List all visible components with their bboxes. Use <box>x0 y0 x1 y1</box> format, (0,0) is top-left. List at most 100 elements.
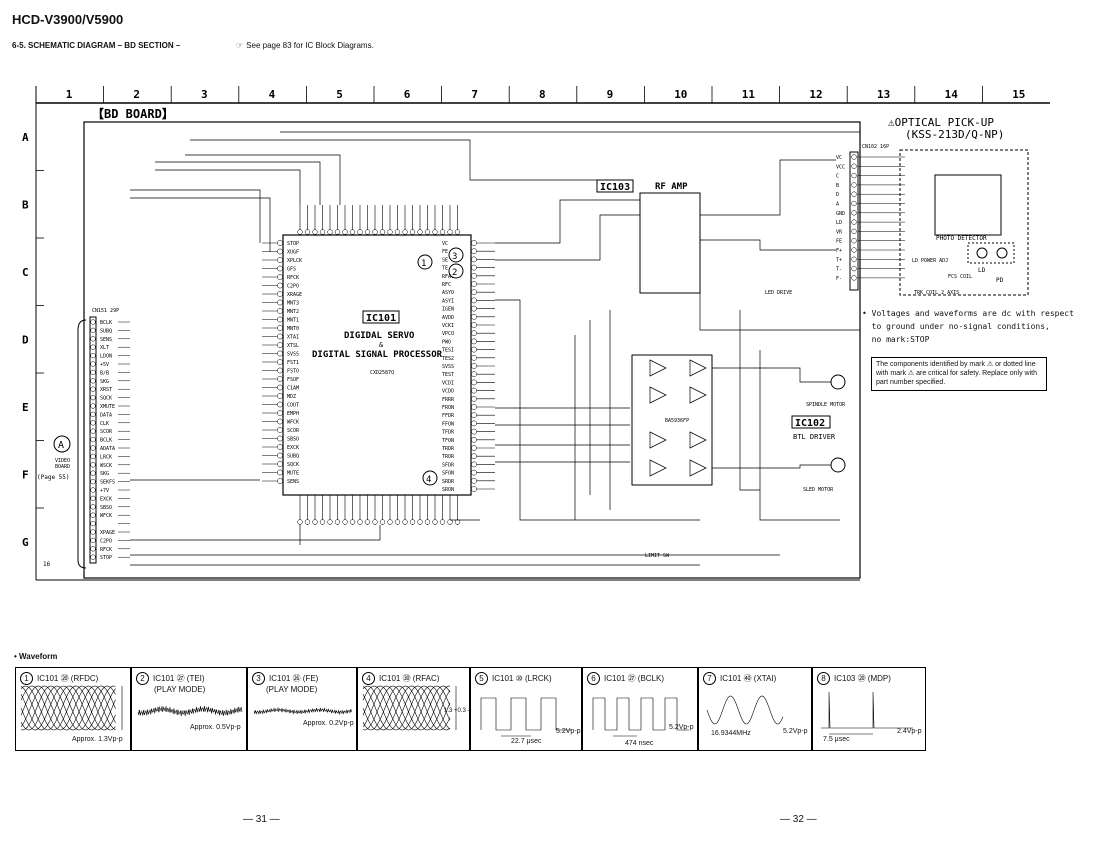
ic101-top-pin-number <box>402 229 408 235</box>
waveform-curve <box>362 685 457 731</box>
ic101-bottom-pin-number <box>432 519 438 525</box>
ic101-pin-number <box>471 354 477 361</box>
ic101-pin-number <box>471 264 477 271</box>
left-connector-pin-number <box>90 394 96 401</box>
ic102-label: BTL DRIVER <box>793 433 836 441</box>
ic101-bottom-pin-number <box>319 519 326 525</box>
left-connector-pin-number <box>90 462 96 468</box>
square-wave-trace <box>592 697 689 731</box>
ic101-pin-label: TFON <box>442 438 454 444</box>
ic101-line2: DIGITAL SIGNAL PROCESSOR <box>312 350 443 360</box>
waveform-3-trace <box>253 706 352 716</box>
right-connector-pin-number <box>851 228 857 235</box>
grid-column-label: 12 <box>809 88 822 101</box>
right-connector <box>849 151 859 291</box>
ic101-top-pin-number <box>424 229 431 235</box>
ic101-bottom-pin-number <box>402 519 408 525</box>
grid-column-label: 7 <box>471 88 478 101</box>
grid-column-label: 5 <box>336 88 343 101</box>
ic101-pin-label: FST1 <box>287 360 299 366</box>
ic101-top-pin-number <box>372 229 378 235</box>
ic101-top-pin-number <box>297 229 303 235</box>
eye-pattern-trace <box>20 685 116 731</box>
ic101-pin-number <box>277 376 283 382</box>
op-amp-symbol <box>649 386 667 404</box>
schematic-wire <box>700 239 836 251</box>
left-connector-pin-label: BCLK <box>100 320 112 326</box>
right-connector-pin-number <box>851 247 857 253</box>
ic101-pin-label: FRRR <box>442 397 455 403</box>
waveform-5-title: IC101 ⑩ (LRCK) <box>492 674 552 683</box>
waveform-5-trace <box>480 697 571 737</box>
op-amp-symbol <box>689 431 707 449</box>
waveform-curve <box>706 695 784 725</box>
grid-frame <box>35 86 1050 581</box>
spindle-motor-symbol <box>830 374 846 390</box>
ic101-pin-label: FE <box>442 249 448 255</box>
op-amp-symbol <box>649 359 667 377</box>
ic101-amp: & <box>379 341 384 349</box>
left-connector-pin-label: +5V <box>100 362 109 368</box>
schematic-wire <box>190 139 600 181</box>
waveform-curve <box>592 697 689 737</box>
schematic-wire <box>155 161 321 205</box>
schematic-wires <box>130 131 860 566</box>
eye-pattern-trace <box>20 685 116 731</box>
square-wave-trace <box>480 697 571 731</box>
waveform-6-amplitude: 5.2Vp-p <box>669 724 694 731</box>
ic101-pin-label: SVSS <box>287 352 299 358</box>
grid-row-label: B <box>22 199 29 212</box>
svg-text:4: 4 <box>426 475 431 485</box>
ic101-pin-label: COUT <box>287 403 299 409</box>
left-connector-pin-number <box>90 470 96 476</box>
right-connector-pin-label: LD <box>836 220 842 226</box>
left-connector-pin-number <box>90 403 96 409</box>
see-page-note: ☞See page 83 for IC Block Diagrams. <box>236 41 374 50</box>
ic101-pin-number <box>471 469 477 476</box>
eye-pattern-trace <box>362 685 451 731</box>
schematic-wire <box>130 525 381 541</box>
ic101-pin-number <box>471 387 477 394</box>
ic101-pin-number <box>471 289 477 296</box>
schematic-wire <box>739 310 760 491</box>
ic101-pin-number <box>277 384 283 391</box>
ic101-pin-number <box>277 265 283 272</box>
ic101-pin-number <box>277 478 283 484</box>
ic101-pin-label: XRAGE <box>287 292 302 298</box>
ic101-top-pin-number <box>417 229 423 235</box>
waveform-1-trace <box>20 685 123 731</box>
ic101-pin-number <box>277 367 283 374</box>
left-connector-pin-label: SKG <box>100 379 109 385</box>
ic101-pin-label: SFDR <box>442 462 455 468</box>
photo-detector-label: PHOTO DETECTOR <box>936 235 987 242</box>
ic101-top-pin-number <box>409 229 416 235</box>
right-connector-pin-number <box>851 191 857 197</box>
ic101-top-pin-number <box>357 229 363 235</box>
left-connector-pin-label: LDON <box>100 354 112 360</box>
ic101-top-pins <box>297 205 461 235</box>
ic101-ref-box <box>362 310 400 324</box>
right-connector-pin-label: T- <box>836 267 842 273</box>
ic101-pin-label: VPCO <box>442 331 454 337</box>
ic101-pin-label: EMPH <box>287 411 299 417</box>
ic101-line1: DIGIDAL SERVO <box>344 331 415 341</box>
right-connector-pin-number <box>851 275 857 281</box>
eye-pattern-trace <box>20 685 116 731</box>
op-amp-symbol <box>649 459 667 477</box>
ic101-pin-number <box>277 444 283 450</box>
left-connector-pin-number <box>90 453 96 460</box>
left-connector-pin-label: WFCK <box>100 513 112 519</box>
ic101-pin-number <box>471 436 477 443</box>
right-connector-pin-label: VR <box>836 229 843 235</box>
eye-pattern-trace <box>362 685 451 731</box>
left-connector-pin-number <box>90 428 96 434</box>
grid-column-label: 6 <box>404 88 411 101</box>
waveform-3-amplitude: Approx. 0.2Vp-p <box>303 720 354 727</box>
left-connector-pin-number <box>90 378 96 384</box>
ic101-pin-label: GFS <box>287 267 296 273</box>
